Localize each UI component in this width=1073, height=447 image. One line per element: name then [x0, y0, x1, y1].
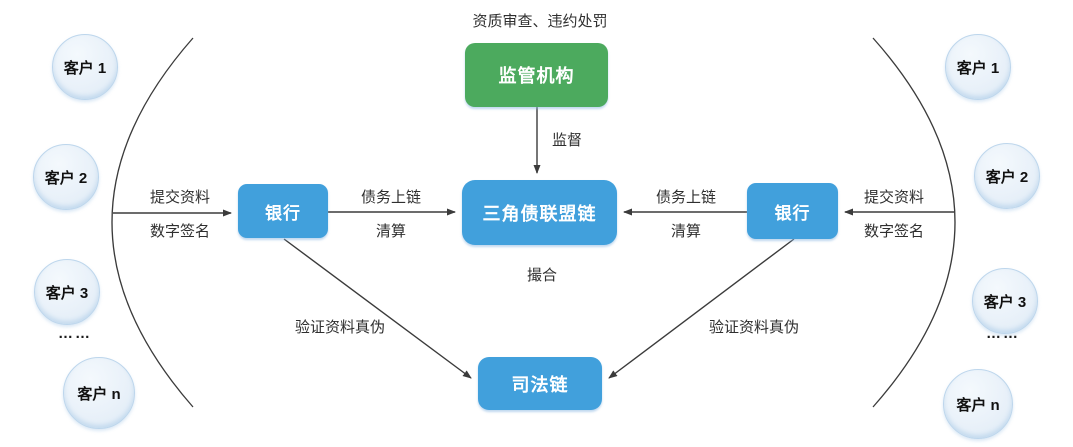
left-debt-onchain-label: 债务上链 [360, 189, 421, 206]
left-signature-label: 数字签名 [149, 223, 210, 240]
left-settlement-label: 清算 [375, 223, 406, 240]
supervise-label: 监督 [552, 132, 583, 149]
right-settlement-label: 清算 [670, 223, 701, 240]
right-debt-onchain-label: 债务上链 [655, 189, 716, 206]
right-customers-group-arc [872, 37, 956, 408]
right-customers-ellipsis: …… [986, 325, 1020, 342]
right-customer-3: 客户 3 [972, 268, 1038, 334]
qualification-review-caption: 资质审查、违约处罚 [472, 13, 608, 30]
left-verify-label: 验证资料真伪 [294, 319, 385, 336]
left-customer-n: 客户 n [63, 357, 135, 429]
left-submit-label: 提交资料 [149, 189, 210, 206]
right-signature-label: 数字签名 [863, 223, 924, 240]
left-customer-1: 客户 1 [52, 34, 118, 100]
left-customer-3: 客户 3 [34, 259, 100, 325]
left-customers-ellipsis: …… [58, 325, 92, 342]
left-customer-2: 客户 2 [33, 144, 99, 210]
right-customer-2: 客户 2 [974, 143, 1040, 209]
right-customer-n: 客户 n [943, 369, 1013, 439]
left-customers-group-arc [111, 37, 194, 408]
matchmaking-label: 撮合 [526, 267, 557, 284]
regulator-node: 监管机构 [465, 43, 608, 107]
arrow-left-bank-to-judicial [283, 238, 472, 379]
right-customer-1: 客户 1 [945, 34, 1011, 100]
arrow-right-bank-to-judicial [608, 238, 795, 379]
right-verify-label: 验证资料真伪 [708, 319, 799, 336]
left-bank-node: 银行 [238, 184, 328, 238]
right-submit-label: 提交资料 [863, 189, 924, 206]
judicial-chain-node: 司法链 [478, 357, 602, 410]
right-bank-node: 银行 [747, 183, 838, 239]
consortium-chain-node: 三角债联盟链 [462, 180, 617, 245]
